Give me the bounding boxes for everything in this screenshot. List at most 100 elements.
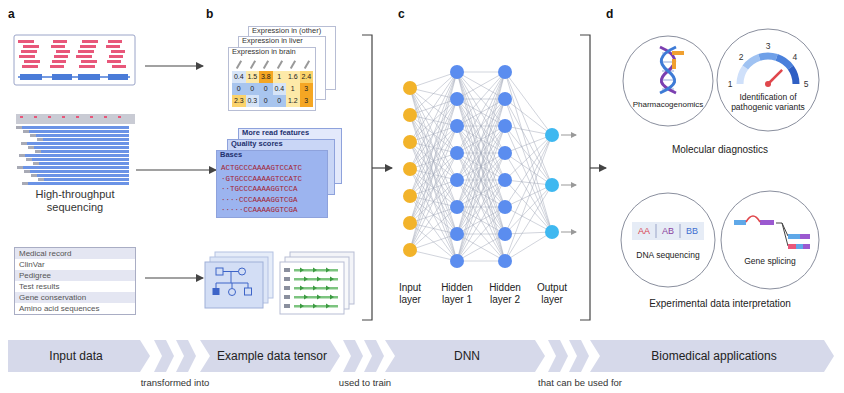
table-title: Expression in brain — [232, 48, 314, 57]
exon — [734, 220, 746, 225]
output-arrow — [561, 232, 576, 233]
read-clip — [23, 130, 29, 133]
panel-letter: c — [398, 8, 412, 22]
node-shape — [720, 190, 820, 290]
layer-label: Hidden layer 1 — [435, 282, 479, 305]
neuron — [450, 65, 464, 79]
network-weight — [505, 185, 552, 234]
variant-mark — [20, 116, 23, 118]
bracket — [580, 35, 590, 320]
gauge-number: 3 — [763, 40, 773, 52]
neuron — [403, 81, 417, 95]
network-weight — [505, 126, 552, 135]
panel-letter: d — [606, 8, 620, 22]
heatmap-cell: 3 — [300, 95, 314, 107]
read-clip — [21, 142, 27, 145]
rna-read — [50, 65, 64, 68]
circle-outline — [721, 191, 819, 289]
read-clip — [35, 150, 41, 153]
neuron — [403, 162, 417, 176]
network-weight — [457, 72, 505, 99]
aligned-read — [30, 170, 129, 173]
species-icon — [284, 304, 290, 308]
drug-mark — [672, 51, 684, 55]
aligned-read — [34, 146, 129, 149]
rna-read — [18, 40, 34, 43]
aligned-read — [44, 178, 129, 181]
data-panel: AAABBBDNA sequencing — [620, 192, 716, 288]
variant-mark — [34, 116, 37, 118]
stage-label: Biomedical applications — [651, 340, 776, 372]
neuron — [450, 119, 464, 133]
chevron-band — [385, 340, 545, 372]
coverage-strip — [16, 114, 135, 124]
drug-mark — [672, 59, 676, 69]
record-row: Gene conservation — [15, 292, 135, 303]
rna-read — [79, 65, 95, 68]
heatmap-cell: 2.3 — [232, 95, 246, 107]
neuron — [545, 225, 559, 239]
network-weight — [457, 261, 505, 262]
network-weight — [457, 72, 505, 261]
splice-fork — [776, 223, 788, 246]
pedigree-male — [245, 288, 252, 295]
node-shape — [622, 35, 714, 127]
network-weight — [410, 207, 457, 250]
heatmap-cell: 0 — [273, 95, 287, 107]
heatmap-cell: 1 — [286, 83, 300, 95]
heatmap-cell: 1 — [273, 71, 287, 83]
aligned-read — [29, 130, 129, 133]
network-weight — [410, 126, 457, 250]
gauge-hub — [765, 81, 771, 87]
network-weight — [457, 207, 505, 261]
rna-read — [24, 60, 40, 63]
network-weight — [457, 180, 505, 261]
rna-read — [76, 55, 92, 58]
network-weight — [457, 72, 505, 153]
network-weight — [457, 72, 505, 180]
aligned-read — [39, 162, 129, 165]
read-clip — [28, 146, 34, 149]
alignment-arrow — [330, 277, 334, 282]
rna-read — [54, 55, 68, 58]
tensor-title: Bases — [220, 151, 326, 160]
band-chevron — [364, 340, 384, 372]
network-weight — [457, 234, 505, 261]
table-title: Expression in liver — [242, 37, 324, 46]
genotype: AA — [632, 222, 656, 240]
read-clip — [26, 158, 32, 161]
network-weight — [505, 232, 552, 261]
neuron — [450, 254, 464, 268]
aligned-read — [41, 150, 129, 153]
stage-chevron: Biomedical applications — [590, 340, 834, 372]
rna-read — [80, 45, 96, 48]
gauge-segment — [777, 57, 791, 67]
table-title: Expression in (other) — [252, 27, 334, 36]
gauge-needle — [768, 70, 782, 84]
arrow — [590, 167, 606, 168]
stage-chevron: Input data — [8, 340, 150, 372]
pedigree-male — [216, 268, 223, 275]
panel-caption: High-throughput sequencing — [14, 188, 136, 213]
data-panel: More read featuresQuality scoresBasesACT… — [216, 128, 346, 220]
network-weight — [410, 196, 457, 261]
network-weight — [410, 72, 457, 196]
network-weight — [410, 153, 457, 250]
network-weight — [410, 72, 457, 250]
alignment-arrow — [317, 295, 321, 300]
neuron — [403, 189, 417, 203]
heatmap-cell: 0 — [246, 83, 260, 95]
network-weight — [505, 99, 552, 232]
rna-read — [52, 60, 66, 63]
read-clip — [33, 162, 39, 165]
network-weight — [410, 72, 457, 115]
output-arrow — [561, 135, 576, 136]
network-weight — [505, 180, 552, 232]
network-weight — [457, 72, 505, 126]
read-clip — [22, 182, 28, 185]
variant-mark — [118, 116, 121, 118]
chevron-band — [8, 340, 150, 372]
panel-letter: a — [8, 8, 22, 22]
rna-read — [51, 45, 65, 48]
aligned-read — [27, 142, 129, 145]
